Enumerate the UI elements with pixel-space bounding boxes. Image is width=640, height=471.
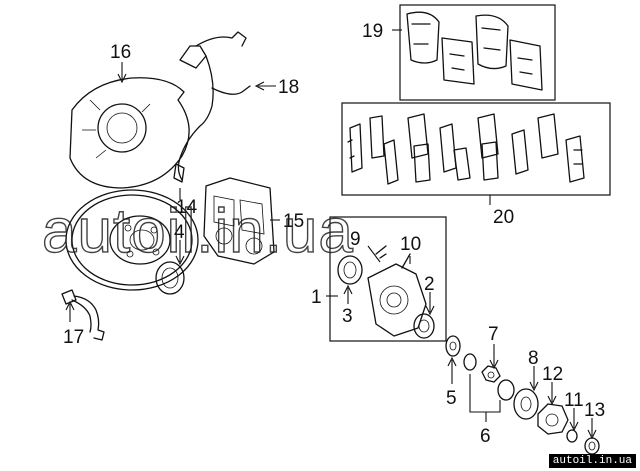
part-14-brake-rotor[interactable] bbox=[65, 189, 199, 291]
leader-lines bbox=[65, 29, 597, 440]
callout-2: 2 bbox=[424, 274, 435, 295]
callout-11: 11 bbox=[564, 390, 584, 411]
callout-10: 10 bbox=[400, 234, 421, 255]
callout-6: 6 bbox=[480, 426, 491, 447]
footer-watermark: autoil.in.ua bbox=[548, 454, 636, 468]
pad-set-box bbox=[399, 4, 556, 101]
part-1-hub-assembly[interactable] bbox=[329, 216, 447, 342]
part-20-shim-kit[interactable] bbox=[341, 102, 611, 196]
part-5-washer[interactable] bbox=[445, 335, 461, 357]
callout-1: 1 bbox=[311, 287, 322, 308]
part-8-hub-flange[interactable] bbox=[513, 388, 539, 420]
callout-15: 15 bbox=[283, 211, 304, 232]
callout-12: 12 bbox=[542, 364, 563, 385]
part-15-caliper[interactable] bbox=[203, 177, 275, 265]
part-18-abs-sensor[interactable] bbox=[173, 31, 251, 183]
callout-3: 3 bbox=[342, 306, 353, 327]
callout-4: 4 bbox=[174, 222, 185, 243]
callout-9: 9 bbox=[350, 229, 361, 250]
shim-kit-box bbox=[341, 102, 611, 196]
part-4-seal[interactable] bbox=[155, 261, 185, 295]
callout-7: 7 bbox=[488, 324, 499, 345]
callout-18: 18 bbox=[278, 77, 299, 98]
callout-20: 20 bbox=[493, 207, 514, 228]
part-17-brake-hose[interactable] bbox=[61, 289, 105, 341]
callout-8: 8 bbox=[528, 348, 539, 369]
callout-13: 13 bbox=[584, 400, 605, 421]
part-12-free-wheel-hub[interactable] bbox=[537, 403, 569, 435]
watermark-text: autoil.in.ua bbox=[42, 197, 354, 266]
callout-17: 17 bbox=[63, 327, 84, 348]
part-6-cap-set[interactable] bbox=[463, 353, 515, 401]
part-11-o-ring[interactable] bbox=[566, 429, 578, 443]
part-13-cap[interactable] bbox=[584, 437, 600, 455]
callout-19: 19 bbox=[362, 21, 383, 42]
callout-labels: 16 18 19 20 14 15 4 17 1 3 9 10 2 7 5 6 … bbox=[63, 21, 605, 447]
part-7-lock-nut[interactable] bbox=[481, 365, 501, 383]
hub-assembly-box bbox=[329, 216, 447, 342]
callout-5: 5 bbox=[446, 388, 457, 409]
part-16-dust-shield[interactable] bbox=[69, 77, 190, 189]
part-19-brake-pads[interactable] bbox=[399, 4, 556, 101]
callout-16: 16 bbox=[110, 42, 131, 63]
callout-14: 14 bbox=[176, 197, 198, 218]
